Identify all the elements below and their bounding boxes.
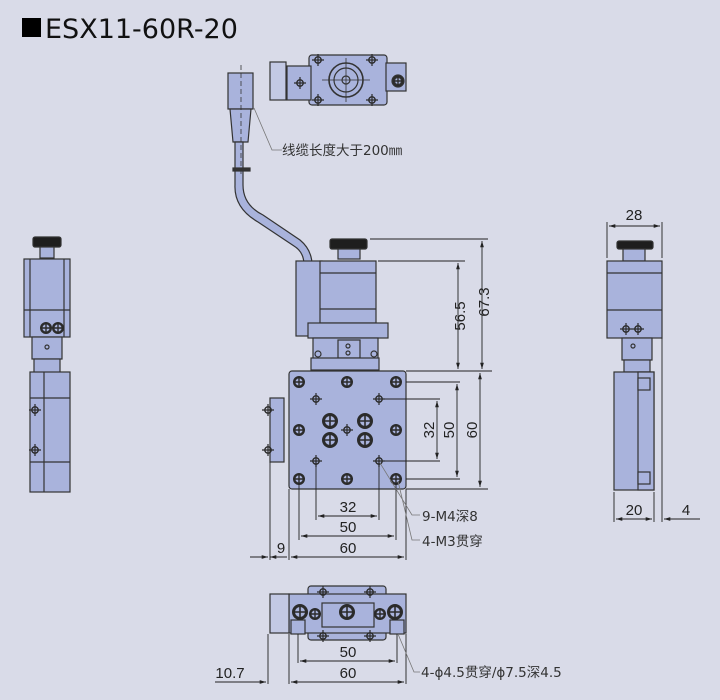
dim-9-offset: 9 <box>277 540 285 557</box>
cable <box>227 65 313 266</box>
front-view <box>269 238 407 490</box>
through-holes-note: 4-M3贯穿 <box>422 534 483 550</box>
left-side-view <box>23 236 71 493</box>
tapped-holes-note: 9-M4深8 <box>422 509 478 525</box>
title-marker-square <box>22 18 41 37</box>
dim-56-5: 56.5 <box>452 301 469 330</box>
model-number: ESX11-60R-20 <box>45 14 238 45</box>
hole-leader-lines <box>379 462 420 541</box>
dim-60-vertical: 60 <box>464 422 481 439</box>
cable-length-note: 线缆长度大于200㎜ <box>282 143 403 159</box>
dim-60-horizontal: 60 <box>340 540 357 557</box>
dim-32-horizontal: 32 <box>340 499 357 516</box>
dim-32-vertical: 32 <box>421 422 438 439</box>
dim-50-bottom: 50 <box>340 644 357 661</box>
dim-50-vertical: 50 <box>441 422 458 439</box>
top-view <box>269 53 407 107</box>
dim-67-3: 67.3 <box>476 287 493 316</box>
mount-holes-note: 4-ϕ4.5贯穿/ϕ7.5深4.5 <box>421 665 562 681</box>
dim-28: 28 <box>626 207 643 224</box>
front-dimensions <box>250 238 492 560</box>
mount-hole-leader <box>397 633 420 673</box>
dim-60-bottom: 60 <box>340 665 357 682</box>
right-side-view <box>606 240 663 491</box>
bottom-dimensions <box>215 634 407 684</box>
side-dimensions <box>606 222 700 522</box>
dim-20: 20 <box>626 502 643 519</box>
dim-4: 4 <box>682 502 690 519</box>
cable-leader-line <box>253 107 282 151</box>
drawing-title: ESX11-60R-20 <box>22 14 238 45</box>
dim-10-7: 10.7 <box>215 665 244 682</box>
dim-50-horizontal: 50 <box>340 519 357 536</box>
